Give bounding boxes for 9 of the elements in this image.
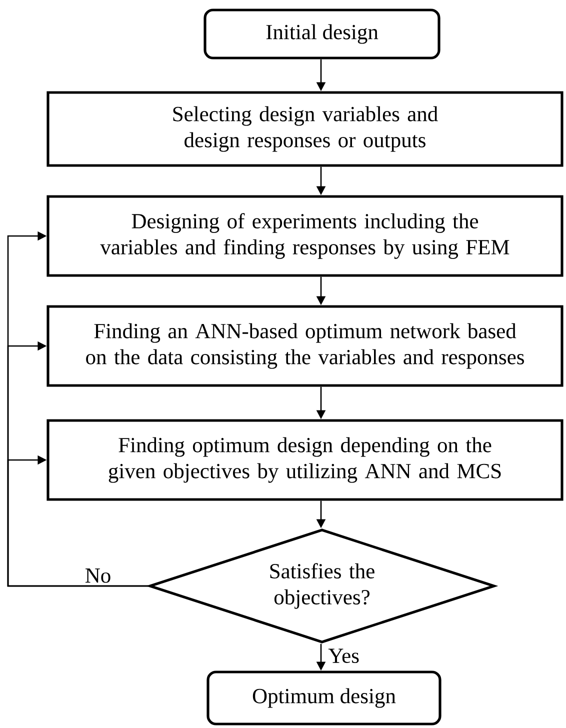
process-box: Finding optimum design depending on the given objectives by utilizing ANN and MCS (46, 419, 564, 501)
start-box: Initial design (204, 8, 440, 60)
process-box: Designing of experiments including the variables and finding responses by using FEM (46, 195, 564, 277)
edge-label: No (84, 568, 112, 584)
edge-label: Yes (327, 648, 360, 664)
process-box: Selecting design variables and design responses or outputs (46, 91, 564, 167)
end-box: Optimum design (206, 670, 442, 726)
process-box: Finding an ANN-based optimum network based on the data consisting the variables and responses (46, 305, 564, 387)
arrow (7, 455, 148, 587)
